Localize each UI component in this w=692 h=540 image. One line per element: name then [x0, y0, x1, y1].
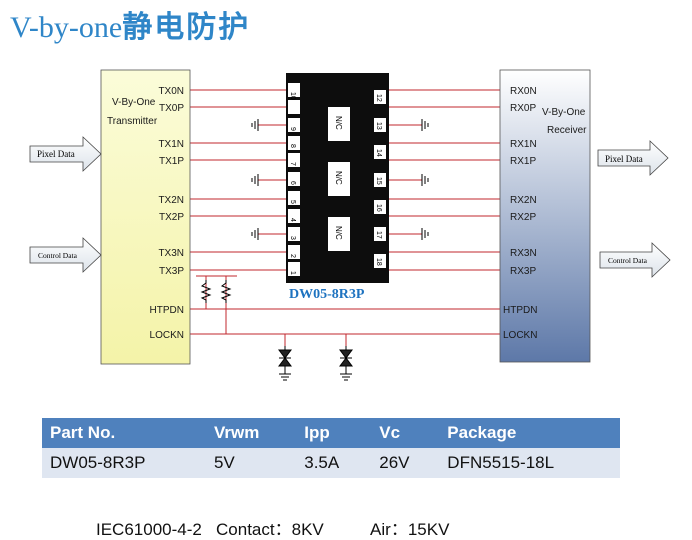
chip-pin-number: 17 — [375, 231, 382, 239]
chip-pin-number: 6 — [289, 181, 296, 185]
chip-right-pin-numbers: 12 13 14 15 16 17 18 — [375, 94, 382, 266]
table-cell: DFN5515-18L — [439, 448, 620, 478]
tx-pin: TX3P — [159, 266, 184, 277]
chip-pin-number: 5 — [289, 200, 296, 204]
chip-pin-number: 10 — [289, 92, 296, 100]
rx-pin: RX3P — [510, 266, 536, 277]
arrow-label: Control Data — [608, 256, 648, 265]
arrow-label: Control Data — [38, 251, 78, 260]
contact-label: Contact： — [216, 520, 292, 539]
title-en: V-by-one — [10, 11, 123, 44]
tx-pin: TX2P — [159, 212, 184, 223]
nc-label: N/C — [334, 171, 343, 185]
chip-pin-number: 4 — [289, 218, 296, 222]
chip-nc-pads: N/C N/C N/C — [328, 107, 350, 251]
nc-label: N/C — [334, 226, 343, 240]
tx-pin: LOCKN — [150, 330, 184, 341]
chip-pin-number: 16 — [375, 204, 382, 212]
transmitter-line1: V-By-One — [112, 97, 156, 108]
chip-left-pads — [288, 83, 300, 276]
chip-pin-number: 12 — [375, 94, 382, 102]
page-title: V-by-one静电防护 — [10, 2, 250, 46]
column-header: Vrwm — [205, 418, 297, 448]
standard-name: IEC61000-4-2 — [96, 520, 202, 539]
tx-pin: TX1N — [158, 139, 184, 150]
rx-pin: RX1P — [510, 156, 536, 167]
esd-standard-line: IEC61000-4-2 Contact：8KV Air：15KV — [96, 515, 449, 540]
arrow-control-out: Control Data — [599, 242, 671, 278]
tx-pin: HTPDN — [150, 305, 184, 316]
chip-pin-number: 14 — [375, 149, 382, 157]
chip-pin-number: 2 — [289, 254, 296, 258]
rx-pin: HTPDN — [503, 305, 537, 316]
tx-pin: TX1P — [159, 156, 184, 167]
esd-chip: 10 9 8 7 6 5 4 3 2 1 12 13 14 15 16 17 1… — [286, 73, 389, 302]
rx-pin: LOCKN — [503, 330, 537, 341]
chip-pin-number: 18 — [375, 258, 382, 266]
title-cn: 静电防护 — [122, 11, 251, 44]
tx-pin: TX2N — [158, 195, 184, 206]
chip-pin-number: 9 — [289, 127, 296, 131]
ground-symbols — [251, 119, 429, 240]
chip-pin-number: 1 — [289, 271, 296, 275]
receiver-block: V-By-One Receiver RX0N RX0P RX1N RX1P RX… — [499, 69, 591, 363]
table-header-row: Part No. Vrwm Ipp Vc Package — [42, 418, 620, 448]
table-cell: 5V — [205, 448, 297, 478]
chip-left-pin-numbers: 10 9 8 7 6 5 4 3 2 1 — [289, 92, 296, 275]
rx-pin: RX0P — [510, 103, 536, 114]
table-cell: 26V — [371, 448, 440, 478]
arrow-label: Pixel Data — [605, 154, 643, 164]
rx-pin: RX1N — [510, 139, 537, 150]
contact-value: 8KV — [291, 520, 324, 539]
receiver-line1: V-By-One — [542, 107, 586, 118]
receiver-line2: Receiver — [547, 125, 587, 136]
arrow-control-in: Control Data — [29, 237, 102, 273]
rx-pin: RX0N — [510, 86, 537, 97]
column-header: Package — [439, 418, 620, 448]
column-header: Part No. — [42, 418, 206, 448]
column-header: Ipp — [296, 418, 372, 448]
tx-pin: TX3N — [158, 248, 184, 259]
arrow-pixel-in: Pixel Data — [29, 136, 102, 172]
rx-pin: RX2N — [510, 195, 537, 206]
air-label: Air： — [370, 520, 408, 539]
esd-diagram: V-By-One Transmitter TX0N TX0P TX1N TX1P… — [29, 69, 671, 381]
column-header: Vc — [371, 418, 440, 448]
tx-pin: TX0P — [159, 103, 184, 114]
table-cell: 3.5A — [296, 448, 372, 478]
rx-pin: RX2P — [510, 212, 536, 223]
arrow-label: Pixel Data — [37, 149, 75, 159]
rx-pin: RX3N — [510, 248, 537, 259]
nc-label: N/C — [334, 116, 343, 130]
transmitter-block: V-By-One Transmitter TX0N TX0P TX1N TX1P… — [100, 69, 191, 365]
chip-pin-number: 3 — [289, 236, 296, 240]
pull-up-resistors — [200, 280, 232, 303]
chip-pin-number: 8 — [289, 144, 296, 148]
transmitter-line2: Transmitter — [107, 116, 158, 127]
tvs-diodes — [278, 346, 353, 381]
air-value: 15KV — [407, 520, 450, 539]
chip-right-pads — [374, 90, 386, 268]
tx-pin: TX0N — [158, 86, 184, 97]
chip-part-label: DW05-8R3P — [289, 287, 365, 302]
arrow-pixel-out: Pixel Data — [597, 140, 669, 176]
chip-pin-number: 7 — [289, 162, 296, 166]
spec-table: Part No. Vrwm Ipp Vc Package DW05-8R3P 5… — [42, 418, 620, 478]
chip-pin-number: 15 — [375, 177, 382, 185]
table-row: DW05-8R3P 5V 3.5A 26V DFN5515-18L — [42, 448, 620, 478]
table-cell: DW05-8R3P — [42, 448, 206, 478]
chip-pin-number: 13 — [375, 122, 382, 130]
